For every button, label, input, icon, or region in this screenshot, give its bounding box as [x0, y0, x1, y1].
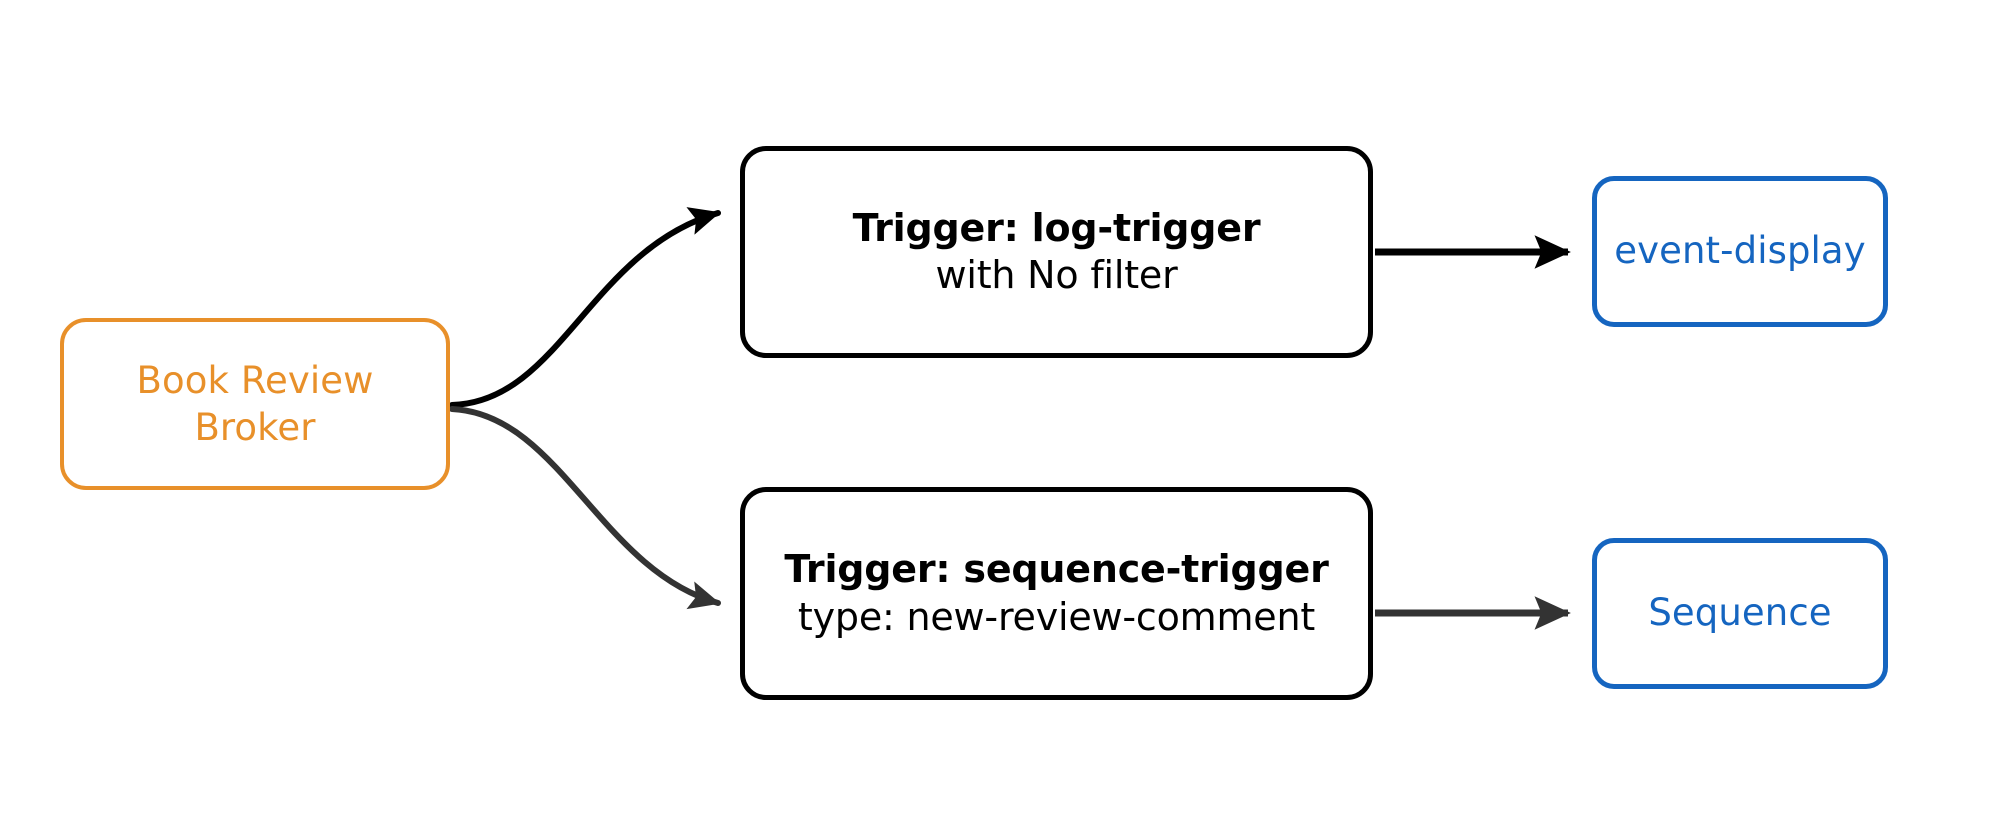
event-display-label: event-display	[1614, 229, 1866, 273]
broker-label-line2: Broker	[194, 406, 316, 449]
trigger-log-title: Trigger: log-trigger	[852, 205, 1261, 250]
node-sequence[interactable]: Sequence	[1592, 538, 1888, 689]
trigger-sequence-subtitle: type: new-review-comment	[797, 594, 1316, 639]
edge-broker-to-sequence-trigger	[449, 406, 721, 610]
trigger-log-subtitle: with No filter	[935, 253, 1178, 297]
sequence-label: Sequence	[1648, 591, 1832, 635]
node-book-review-broker[interactable]: Book Review Broker	[60, 318, 450, 490]
node-trigger-sequence-trigger[interactable]: Trigger: sequence-trigger type: new-revi…	[740, 487, 1373, 700]
broker-label-line1: Book Review	[136, 358, 374, 402]
node-trigger-log-trigger[interactable]: Trigger: log-trigger with No filter	[740, 146, 1373, 358]
edge-broker-to-log-trigger	[449, 207, 721, 408]
trigger-sequence-title: Trigger: sequence-trigger	[784, 547, 1329, 591]
node-event-display[interactable]: event-display	[1592, 176, 1888, 327]
